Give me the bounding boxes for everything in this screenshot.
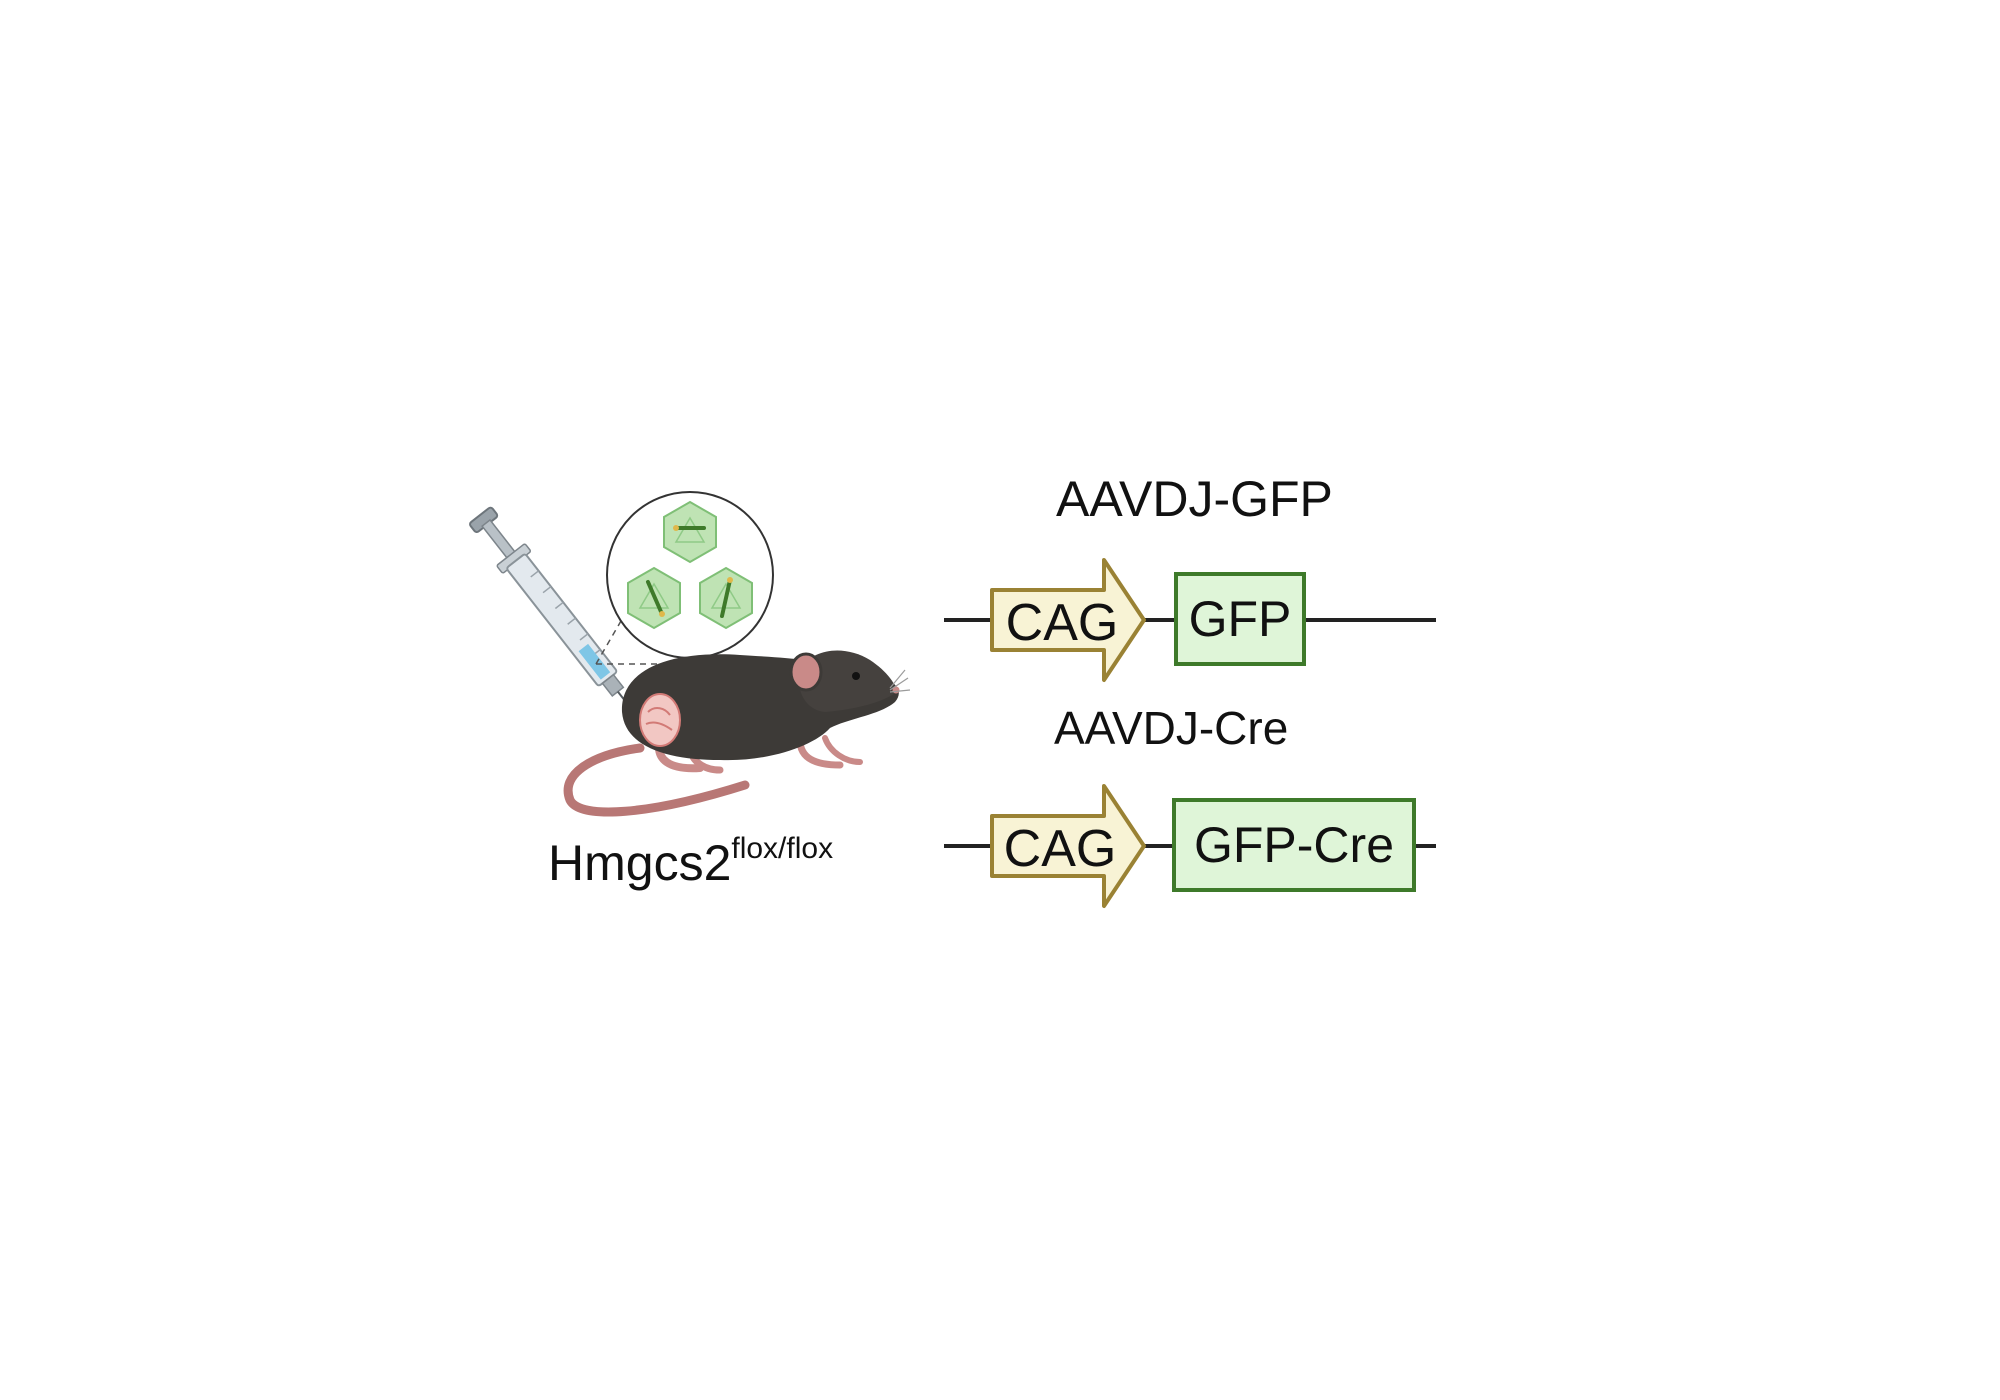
construct-title: AAVDJ-Cre: [1054, 702, 1288, 754]
promoter-label: CAG: [1004, 820, 1117, 878]
mouse-genotype-label: Hmgcs2flox/flox: [548, 832, 833, 891]
gene-box: [1174, 572, 1306, 666]
gene-box: [1172, 798, 1416, 892]
promoter-arrow: [990, 558, 1146, 682]
mouse-icon: [563, 650, 911, 817]
aav-capsid-icon: [699, 566, 753, 630]
promoter-arrow: [990, 784, 1146, 908]
aav-capsid-icon: [627, 566, 681, 630]
syringe-icon: [469, 506, 663, 749]
virus-inset: [595, 491, 774, 665]
gene-label: GFP-Cre: [1194, 817, 1394, 873]
construct-aavdj-gfp: AAVDJ-GFP CAG GFP: [944, 471, 1436, 682]
injection-site: [639, 693, 681, 747]
syringe-liquid: [578, 643, 611, 680]
gene-label: GFP: [1189, 591, 1292, 647]
construct-title: AAVDJ-GFP: [1056, 471, 1333, 527]
aav-capsid-icon: [663, 500, 717, 564]
construct-aavdj-cre: AAVDJ-Cre CAG GFP-Cre: [944, 702, 1436, 908]
promoter-label: CAG: [1006, 594, 1119, 652]
